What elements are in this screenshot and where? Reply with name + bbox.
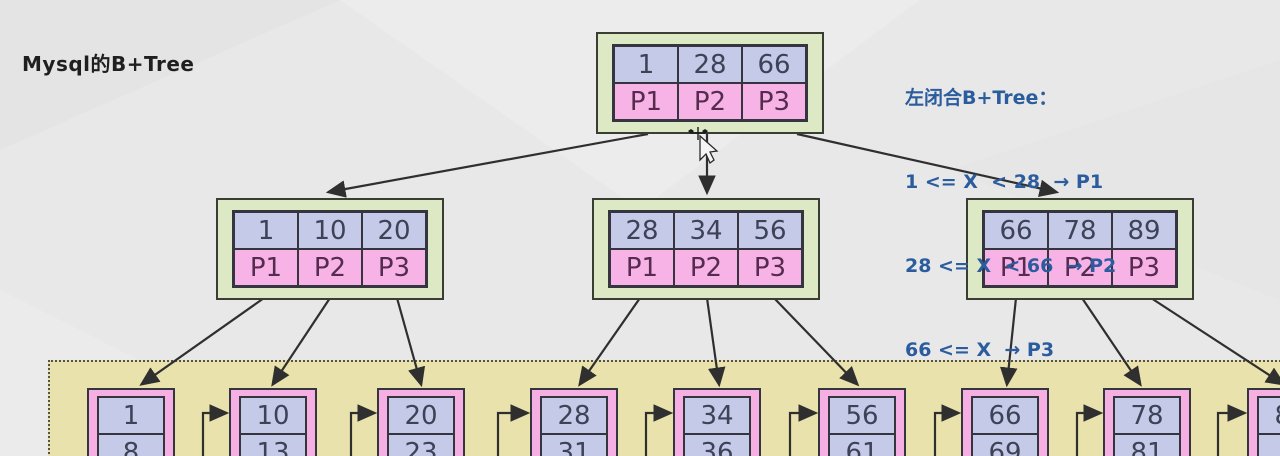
- pointer-cell: P1: [610, 249, 674, 286]
- leaf-value-cell: 20: [388, 397, 454, 434]
- key-cell: 1: [614, 46, 678, 83]
- leaf-value-cell: 69: [972, 434, 1038, 456]
- pointer-cell: P3: [742, 83, 806, 120]
- leaf-value-cell: 31: [541, 434, 607, 456]
- legend-rule: 1 <= X < 28 → P1: [905, 171, 1104, 193]
- legend-heading: 左闭合B+Tree：: [905, 87, 1058, 109]
- legend-rule: 66 <= X → P3: [905, 339, 1055, 361]
- key-cell: 56: [738, 212, 802, 249]
- pointer-cell: P3: [1112, 249, 1176, 286]
- pointer-cell: P1: [614, 83, 678, 120]
- legend-rule: 28 <= X < 66 → P2: [905, 255, 1117, 277]
- pointer-cell: P3: [738, 249, 802, 286]
- pointer-cell: P2: [1048, 249, 1112, 286]
- key-cell: 1: [234, 212, 298, 249]
- key-cell: 66: [984, 212, 1048, 249]
- leaf-value-cell: [1258, 434, 1280, 456]
- key-cell: 10: [298, 212, 362, 249]
- leaf-value-cell: 81: [1114, 434, 1180, 456]
- leaf-value-cell: 10: [240, 397, 306, 434]
- leaf-value-cell: 28: [541, 397, 607, 434]
- leaf-value-cell: 61: [829, 434, 895, 456]
- leaf-value-cell: 56: [829, 397, 895, 434]
- leaf-table: 89: [1257, 396, 1280, 456]
- leaf-value-cell: 1: [98, 397, 164, 434]
- leaf-value-cell: 36: [684, 434, 750, 456]
- key-cell: 28: [678, 46, 742, 83]
- leaf-value-cell: 66: [972, 397, 1038, 434]
- page-title: Mysql的B+Tree: [22, 52, 195, 76]
- leaf-node: 89: [1247, 388, 1280, 456]
- leaf-value-cell: 34: [684, 397, 750, 434]
- key-cell: 28: [610, 212, 674, 249]
- pointer-cell: P3: [362, 249, 426, 286]
- key-cell: 34: [674, 212, 738, 249]
- key-cell: 89: [1112, 212, 1176, 249]
- pointer-cell: P2: [678, 83, 742, 120]
- pointer-cell: P1: [234, 249, 298, 286]
- leaf-value-cell: 78: [1114, 397, 1180, 434]
- pointer-cell: P2: [674, 249, 738, 286]
- pointer-cell: P1: [984, 249, 1048, 286]
- key-cell: 20: [362, 212, 426, 249]
- leaf-value-cell: 8: [98, 434, 164, 456]
- legend: 左闭合B+Tree： 1 <= X < 28 → P1 28 <= X < 66…: [905, 28, 1116, 420]
- leaf-value-cell: 89: [1258, 397, 1280, 434]
- leaf-value-cell: 23: [388, 434, 454, 456]
- key-cell: 66: [742, 46, 806, 83]
- pointer-cell: P2: [298, 249, 362, 286]
- leaf-value-cell: 13: [240, 434, 306, 456]
- key-cell: 78: [1048, 212, 1112, 249]
